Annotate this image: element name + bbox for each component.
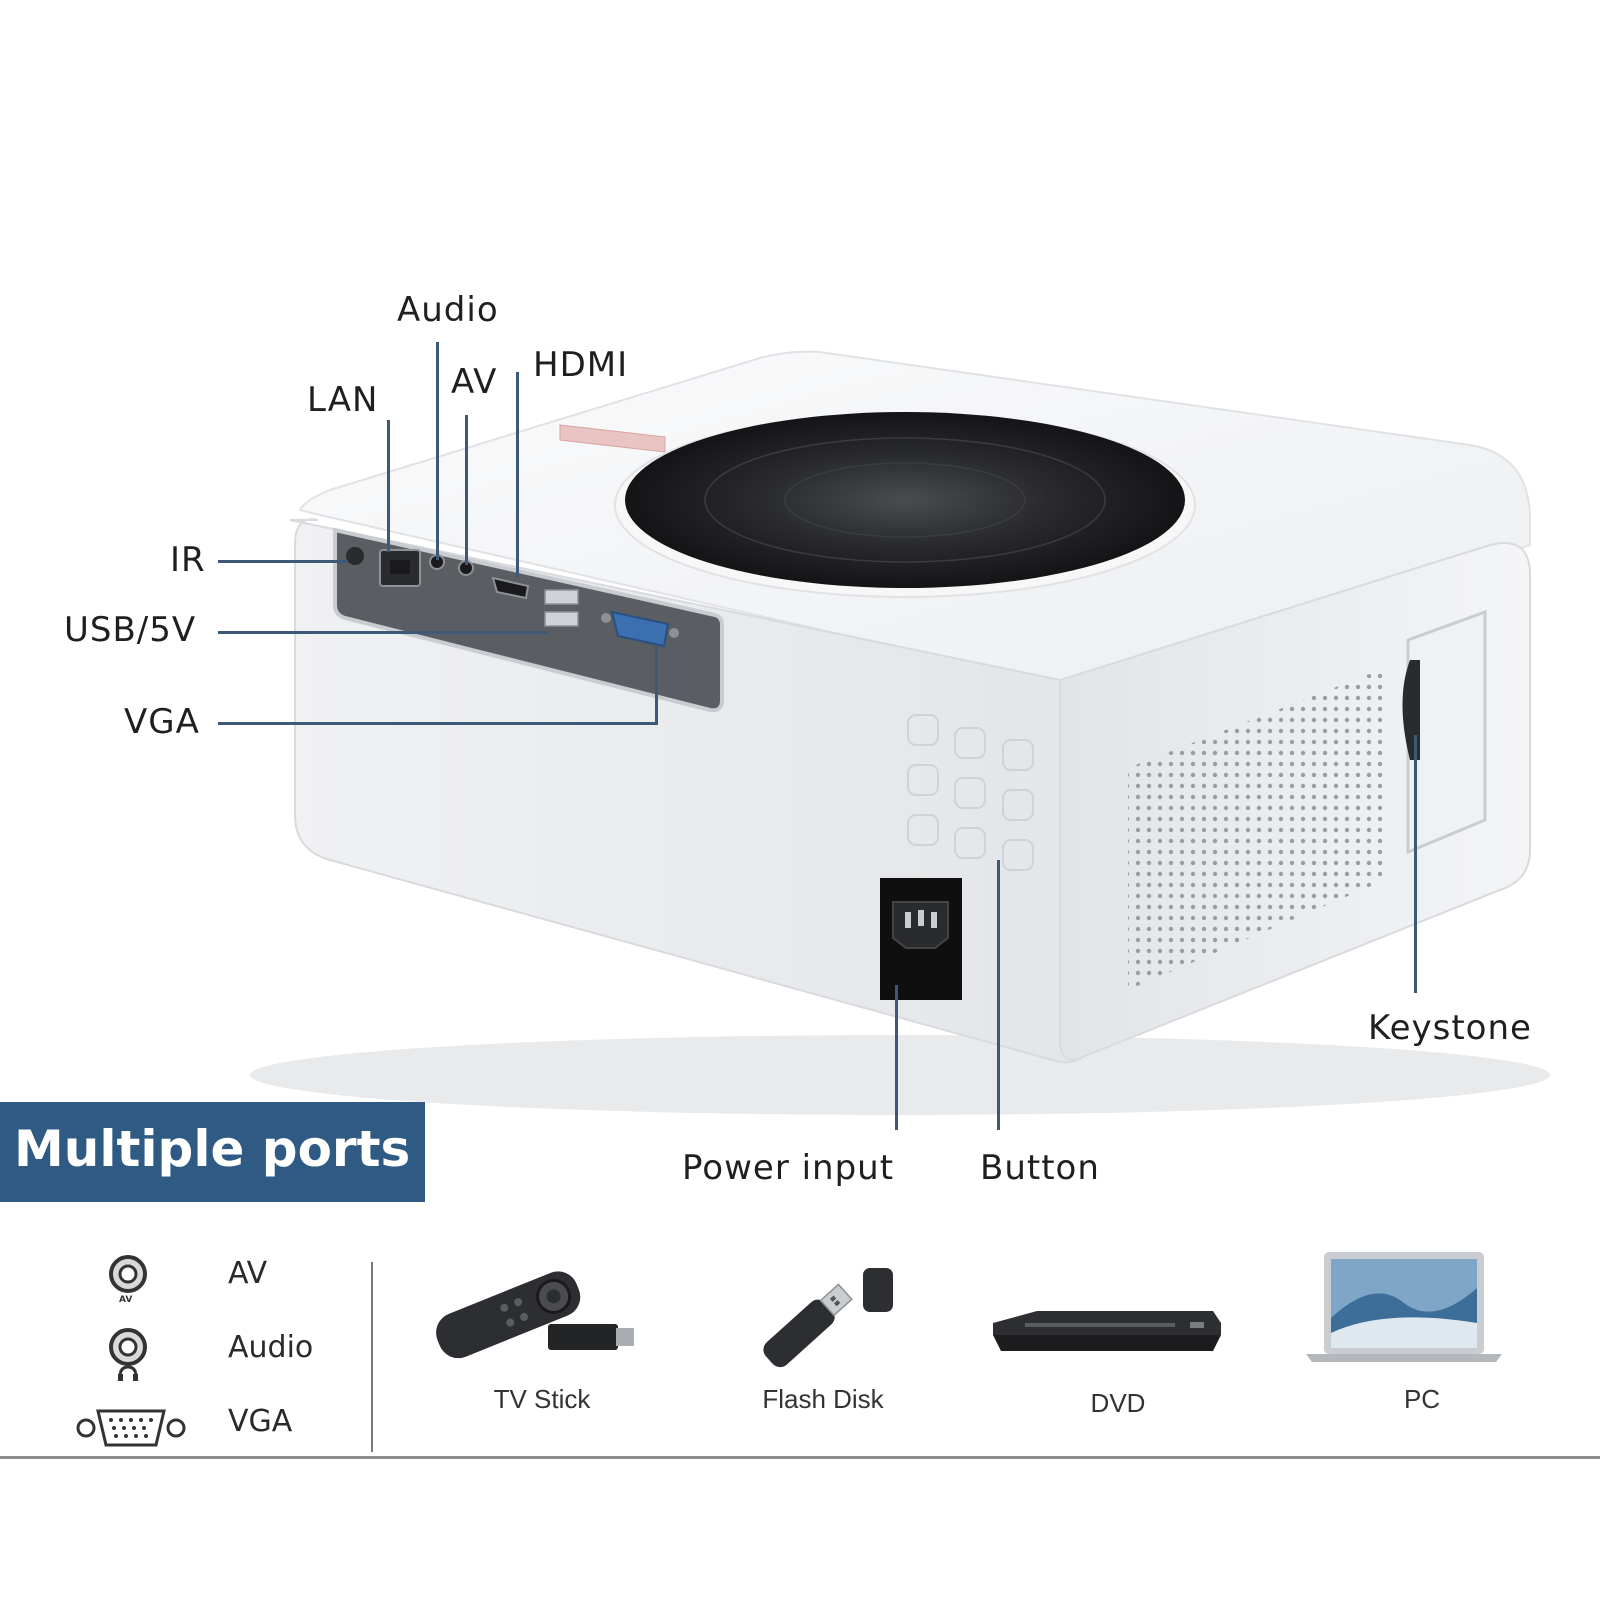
legend-divider (371, 1262, 373, 1452)
hdmi-port (491, 576, 530, 600)
callout-button: Button (980, 1148, 1100, 1188)
port-panel (333, 527, 724, 713)
callout-vga: VGA (124, 702, 200, 742)
av-port-icon-caption: AV (119, 1295, 133, 1305)
multiple-ports-banner: Multiple ports (0, 1102, 425, 1202)
callout-line-lan (387, 420, 390, 552)
legend-label-vga: VGA (228, 1404, 293, 1439)
usb-port-2 (544, 611, 579, 627)
callout-power-input: Power input (682, 1148, 895, 1188)
callout-keystone: Keystone (1368, 1008, 1532, 1048)
dvd-player-icon (993, 1311, 1221, 1351)
tv-stick-icon (436, 1271, 634, 1359)
lens-window (1406, 609, 1487, 855)
callout-line-power (895, 985, 898, 1130)
callout-hdmi: HDMI (533, 345, 629, 385)
callout-audio: Audio (397, 290, 499, 330)
callout-line-av (465, 415, 468, 565)
callout-line-button (997, 860, 1000, 1130)
bottom-rule (0, 1456, 1600, 1459)
legend-label-av: AV (228, 1256, 268, 1291)
banner-title: Multiple ports (14, 1120, 411, 1178)
legend-label-audio: Audio (228, 1330, 314, 1365)
device-label-dvd: DVD (1090, 1388, 1146, 1418)
callout-line-keystone (1414, 735, 1417, 993)
vga-port-icon (76, 1409, 186, 1447)
vent-grill (1128, 668, 1385, 990)
audio-port-icon (109, 1328, 147, 1381)
callout-line-vga-v (655, 645, 658, 725)
ir-sensor (346, 547, 364, 565)
brand-plate (559, 424, 666, 453)
flash-disk-icon (763, 1268, 893, 1368)
av-port-icon (109, 1255, 147, 1293)
callout-line-audio (436, 342, 439, 560)
device-label-pc: PC (1403, 1384, 1441, 1414)
callout-line-usb (218, 631, 548, 634)
vga-port (610, 610, 670, 648)
device-label-tv-stick: TV Stick (493, 1384, 591, 1414)
control-buttons (907, 714, 1034, 871)
callout-line-hdmi (516, 372, 519, 577)
callout-line-vga-h (218, 722, 658, 725)
usb-port-1 (544, 589, 579, 605)
device-label-flash-disk: Flash Disk (762, 1384, 884, 1414)
callout-usb: USB/5V (64, 610, 197, 650)
callout-av: AV (451, 362, 498, 402)
laptop-icon (1306, 1252, 1502, 1362)
callout-line-ir (218, 560, 348, 563)
callout-ir: IR (170, 540, 206, 580)
callout-lan: LAN (307, 380, 379, 420)
